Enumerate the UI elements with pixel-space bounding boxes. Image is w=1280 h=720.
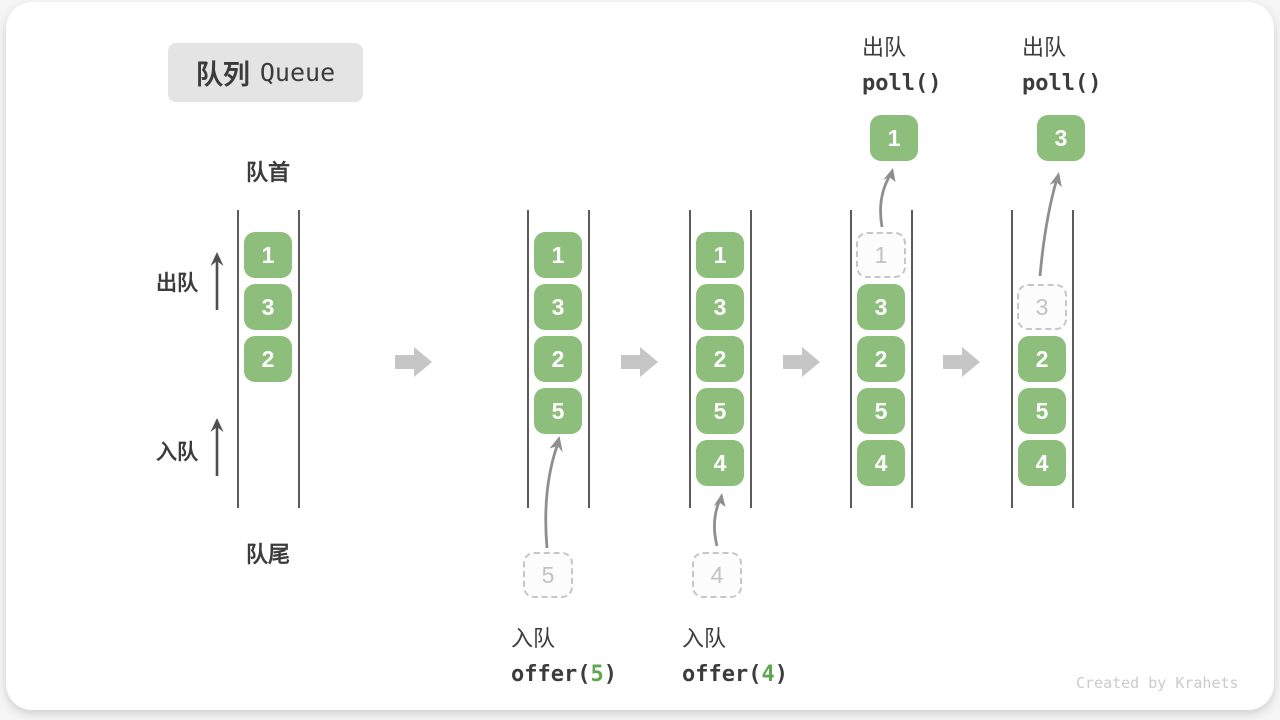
caption-enqueue-code: offer(4): [682, 662, 788, 687]
queue-item: 5: [696, 388, 744, 434]
column-wall: [237, 210, 239, 508]
curved-arrow-icon: [544, 436, 563, 549]
queue-item: 3: [857, 284, 905, 330]
queue-item: 4: [857, 440, 905, 486]
up-arrow-icon: [210, 418, 224, 476]
curved-arrow-icon: [879, 168, 896, 228]
column-wall: [1072, 210, 1074, 508]
queue-item: 3: [534, 284, 582, 330]
flow-arrow-icon: [395, 347, 432, 377]
caption-enqueue: 入队 offer(4): [682, 621, 788, 687]
title-en: Queue: [259, 58, 336, 87]
queue-item: 3: [244, 284, 292, 330]
incoming-item-ghost: 4: [692, 552, 742, 598]
queue-item: 1: [696, 232, 744, 278]
flow-arrow-icon: [783, 347, 820, 377]
queue-item: 1: [534, 232, 582, 278]
column-wall: [298, 210, 300, 508]
title-zh: 队列: [195, 60, 250, 90]
queue-item: 1: [244, 232, 292, 278]
caption-enqueue-label: 入队: [511, 626, 556, 651]
queue-item: 2: [1018, 336, 1066, 382]
enqueue-arg: 5: [590, 662, 604, 687]
curved-arrow-icon: [1038, 172, 1062, 277]
caption-dequeue: 出队 poll(): [862, 30, 941, 96]
diagram-title: 队列 Queue: [168, 43, 363, 102]
queue-item: 2: [534, 336, 582, 382]
flow-arrow-icon: [943, 347, 980, 377]
watermark: Created by Krahets: [1076, 674, 1239, 692]
caption-dequeue-label: 出队: [862, 35, 907, 60]
column-wall: [689, 210, 691, 508]
column-wall: [527, 210, 529, 508]
enqueue-arg: 4: [761, 662, 775, 687]
up-arrow-icon: [210, 252, 224, 310]
queue-item: 5: [1018, 388, 1066, 434]
queue-item: 2: [244, 336, 292, 382]
caption-dequeue: 出队 poll(): [1022, 30, 1101, 96]
label-dequeue: 出队: [156, 272, 198, 295]
removed-item-ghost: 1: [856, 232, 906, 278]
incoming-item-ghost: 5: [523, 552, 573, 598]
column-wall: [1011, 210, 1013, 508]
queue-item: 2: [857, 336, 905, 382]
queue-item: 4: [696, 440, 744, 486]
column-wall: [588, 210, 590, 508]
caption-dequeue-label: 出队: [1022, 35, 1067, 60]
removed-item-ghost: 3: [1017, 284, 1067, 330]
label-queue-rear: 队尾: [245, 542, 290, 567]
caption-dequeue-code: poll(): [1022, 71, 1102, 96]
queue-item: 2: [696, 336, 744, 382]
polled-item: 1: [870, 115, 918, 161]
queue-item: 5: [534, 388, 582, 434]
caption-enqueue: 入队 offer(5): [511, 621, 617, 687]
label-queue-front: 队首: [245, 160, 290, 185]
queue-item: 4: [1018, 440, 1066, 486]
caption-enqueue-label: 入队: [682, 626, 727, 651]
caption-enqueue-code: offer(5): [511, 662, 617, 687]
polled-item: 3: [1037, 115, 1085, 161]
curved-arrow-icon: [713, 493, 726, 547]
queue-item: 3: [696, 284, 744, 330]
queue-item: 5: [857, 388, 905, 434]
caption-dequeue-code: poll(): [862, 71, 942, 96]
flow-arrow-icon: [621, 347, 658, 377]
column-wall: [850, 210, 852, 508]
label-enqueue: 入队: [156, 441, 198, 464]
column-wall: [750, 210, 752, 508]
column-wall: [911, 210, 913, 508]
